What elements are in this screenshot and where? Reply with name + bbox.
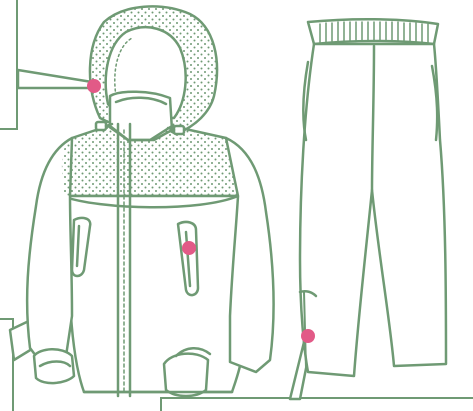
right-drawstring-toggle (174, 126, 184, 134)
hood-hotspot (87, 79, 101, 93)
pants-waistband (308, 19, 438, 44)
pants-hotspot (301, 329, 315, 343)
chest-pocket-hotspot (182, 241, 196, 255)
left-drawstring-toggle (96, 122, 106, 130)
hood-callout-pointer (18, 70, 92, 88)
right-cuff (164, 354, 208, 396)
right-sleeve (226, 138, 273, 372)
